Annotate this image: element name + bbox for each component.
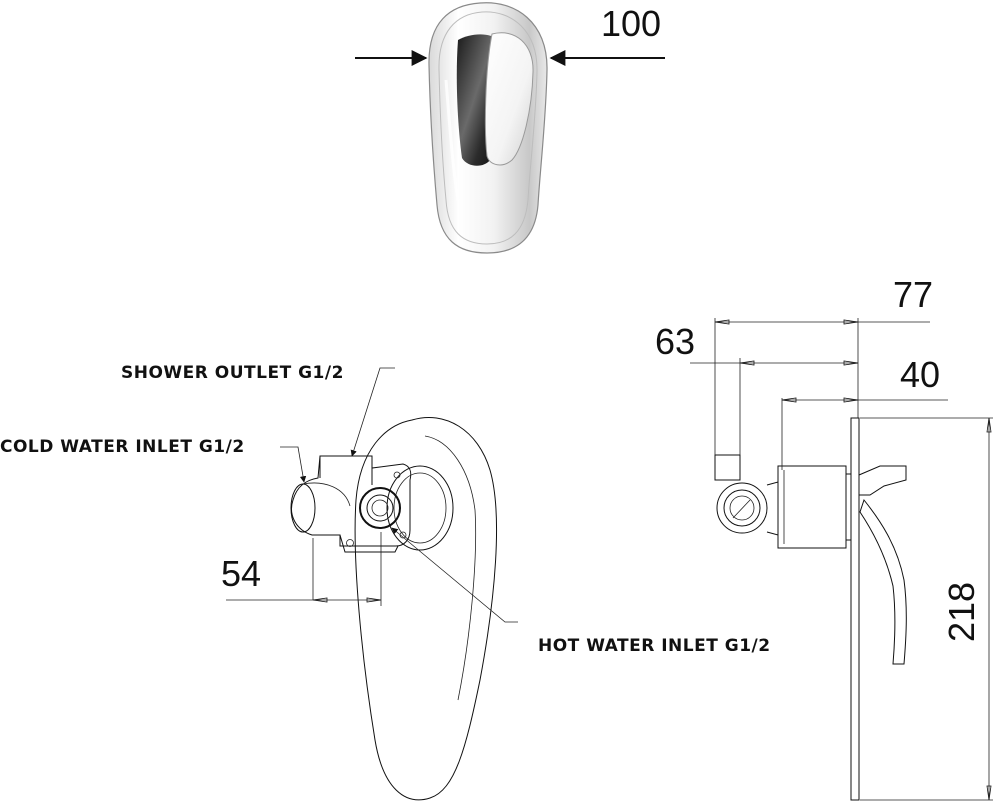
wall-plate-profile [850,417,860,801]
dimension-front-width: 100 [601,3,661,44]
label-shower-outlet: SHOWER OUTLET G1/2 [121,363,344,383]
valve-body [290,455,412,553]
lever-plate-inner-line [424,435,477,701]
front-view: 100 [355,2,665,254]
side-lever-profile [858,465,907,665]
valve-boss [386,465,454,551]
side-view: 77 63 40 218 [655,274,993,801]
faceplate-photo [428,2,548,254]
label-hot-water-inlet: HOT WATER INLET G1/2 [538,636,771,656]
rear-view: 54 SHOWER OUTLET G1/2 COLD WATER INLET G… [0,363,771,801]
leader-hot-water-inlet [391,527,518,623]
side-inlet-fitting [714,454,779,536]
dimension-side-depth-total: 77 [893,274,933,315]
lever-plate-outline [354,416,498,801]
dimension-inlet-spacing: 54 [221,553,261,594]
hot-inlet-ring [359,487,401,529]
dimension-side-depth-plate: 40 [900,354,940,395]
leader-cold-water-inlet [280,446,307,483]
label-cold-water-inlet: COLD WATER INLET G1/2 [0,437,245,457]
dimension-side-depth-body: 63 [655,321,695,362]
cold-inlet-stub [290,483,316,533]
leader-shower-outlet [350,367,395,457]
side-valve-cylinder [777,465,852,549]
dimension-plate-height: 218 [941,582,982,642]
